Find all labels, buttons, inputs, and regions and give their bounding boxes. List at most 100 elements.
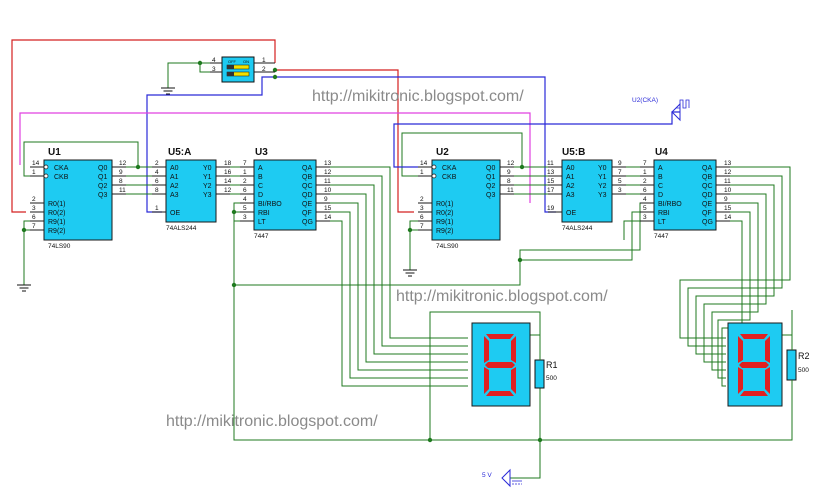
pin-label: QE	[302, 201, 312, 208]
watermark-url: http://mikitronic.blogspot.com/	[166, 413, 378, 430]
pin-number: 9	[618, 160, 622, 167]
chip-u5b-right-pins: 9Y0 7Y1 5Y2 3Y3	[598, 160, 626, 199]
switch-pin-label: 2	[262, 66, 266, 73]
pin-number: 5	[643, 205, 647, 212]
junction-dot	[272, 67, 278, 73]
pin-label: QB	[702, 174, 712, 181]
junction-dot	[519, 164, 525, 170]
digit-8-icon	[738, 334, 770, 396]
chip-body	[561, 159, 613, 223]
junction-dot	[197, 60, 203, 66]
pin-label: LT	[258, 219, 266, 226]
chip-ref: U4	[655, 147, 668, 158]
pin-label: Q2	[98, 183, 107, 190]
resistor-ref: R2	[798, 351, 810, 361]
pin-number: 2	[420, 196, 424, 203]
pin-number: 14	[224, 178, 232, 185]
wires	[11, 39, 793, 479]
pin-label: QF	[702, 210, 712, 217]
chip-part: 7447	[254, 233, 269, 240]
power-supply-5v[interactable]: 5 V	[482, 468, 522, 488]
pin-label: QA	[302, 165, 312, 172]
switch-pin-label: 1	[262, 57, 266, 64]
chip-ref: U1	[48, 147, 61, 158]
pin-number: 16	[224, 169, 232, 176]
pin-number: 3	[420, 205, 424, 212]
seven-segment-display-1[interactable]	[471, 322, 531, 407]
pin-number: 11	[724, 178, 731, 185]
pin-number: 11	[119, 187, 126, 194]
pin-number: 7	[643, 160, 647, 167]
chip-ref: U5:B	[562, 147, 585, 158]
dip-switch[interactable]: OFF ON 4 3 1 2	[210, 56, 275, 83]
pin-label: A	[258, 165, 263, 172]
pin-number: 12	[724, 169, 732, 176]
switch-body	[221, 56, 255, 83]
junction-dot	[537, 437, 543, 443]
switch-knob-2	[227, 72, 234, 76]
clock-label: U2(CKA)	[632, 97, 658, 104]
resistor-r1[interactable]: R1 500	[534, 335, 558, 389]
clock-source[interactable]: U2(CKA)	[632, 97, 690, 122]
switch-pin-label: 4	[212, 57, 216, 64]
ground-symbol	[161, 87, 175, 95]
switch-pin-label: 3	[212, 66, 216, 73]
pin-number: 7	[243, 160, 247, 167]
chip-ref: U2	[436, 147, 449, 158]
resistor-r2[interactable]: R2 500	[786, 335, 810, 388]
pin-number: 13	[324, 160, 332, 167]
pin-label: LT	[658, 219, 666, 226]
chip-part: 74ALS244	[562, 225, 593, 232]
pin-number: 15	[724, 205, 732, 212]
pin-number: 8	[507, 178, 511, 185]
junction-dot	[135, 164, 141, 170]
pin-number: 6	[155, 178, 159, 185]
pin-label: QD	[702, 192, 713, 199]
pin-number: 6	[420, 214, 424, 221]
pin-number: 14	[324, 214, 332, 221]
pin-number: 2	[32, 196, 36, 203]
pin-label: QD	[302, 192, 313, 199]
clock-wave-icon	[676, 99, 690, 109]
pin-label: C	[258, 183, 263, 190]
pin-label: Y1	[598, 174, 607, 181]
pin-number: 17	[547, 187, 555, 194]
pin-number: 15	[324, 205, 332, 212]
pin-number: 12	[119, 160, 127, 167]
pin-label: Y0	[598, 165, 607, 172]
pin-label: A1	[566, 174, 575, 181]
pin-label: Q2	[486, 183, 495, 190]
pin-label: Q0	[486, 165, 495, 172]
supply-label: 5 V	[482, 472, 492, 479]
pin-number: 12	[324, 169, 332, 176]
pin-number: 2	[243, 178, 247, 185]
resistor-body	[786, 349, 797, 381]
junctions	[21, 60, 543, 443]
chip-part: 74ALS244	[166, 225, 197, 232]
pin-label: QG	[702, 219, 713, 226]
pin-label: Q3	[98, 192, 107, 199]
pin-label: R9(2)	[48, 228, 66, 235]
chip-body	[431, 159, 501, 241]
pin-label: C	[658, 183, 663, 190]
pin-label: A0	[170, 165, 179, 172]
pin-number: 13	[724, 160, 732, 167]
pin-label: QA	[702, 165, 712, 172]
resistor-value: 500	[798, 367, 809, 374]
seven-segment-display-2[interactable]	[727, 322, 783, 407]
pin-number: 1	[155, 205, 159, 212]
pin-label: Y0	[203, 165, 212, 172]
pin-label: RBI	[658, 210, 670, 217]
